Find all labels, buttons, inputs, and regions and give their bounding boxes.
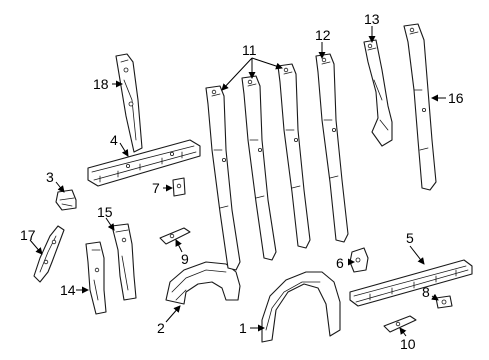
part-8-clip [435, 295, 453, 309]
part-11-pillar-b [241, 75, 277, 261]
callout-4: 4 [110, 132, 118, 148]
callout-6: 6 [336, 255, 344, 271]
callout-14: 14 [60, 282, 76, 298]
part-2-inner-wheelhouse [165, 261, 241, 305]
part-6-bracket [349, 247, 369, 273]
callout-12: 12 [315, 27, 331, 43]
part-17-curved-bracket [33, 225, 65, 283]
callout-11: 11 [242, 42, 257, 58]
part-9-bracket [159, 227, 191, 245]
part-15-lower-pillar [111, 223, 137, 301]
callout-2: 2 [157, 320, 165, 336]
part-10-bracket [383, 315, 417, 333]
callout-9: 9 [181, 251, 189, 267]
part-12-pillar [315, 53, 349, 243]
leader-4 [119, 142, 129, 157]
leader-15 [105, 217, 115, 231]
callout-16: 16 [448, 90, 464, 106]
callout-7: 7 [152, 180, 160, 196]
part-16-tall-pillar [403, 23, 437, 191]
part-3-bracket [55, 189, 77, 211]
leader-3 [55, 181, 65, 193]
callout-labels: 18 4 3 7 17 15 14 9 2 1 11 12 13 16 6 5 … [20, 11, 464, 352]
leader-11-a [221, 57, 253, 91]
callout-5: 5 [406, 230, 414, 246]
callout-10: 10 [400, 336, 416, 352]
part-5-rocker-panel [349, 259, 473, 307]
leader-17 [29, 239, 43, 255]
leader-11-c [251, 57, 283, 70]
leader-5 [409, 245, 425, 265]
part-18-upper-pillar [115, 53, 143, 153]
callout-18: 18 [93, 76, 109, 92]
leader-2 [165, 305, 181, 323]
part-14-lower-pillar [85, 241, 107, 315]
callout-3: 3 [46, 169, 54, 185]
leader-10 [399, 327, 407, 337]
part-7-clip [172, 177, 186, 197]
leader-lines [29, 26, 446, 337]
callout-1: 1 [239, 320, 247, 336]
part-1-wheel-opening-panel [261, 271, 341, 343]
part-4-rocker-reinforcement [87, 139, 201, 187]
leader-8 [431, 293, 439, 301]
part-13-curved-pillar [363, 39, 393, 147]
callout-17: 17 [20, 227, 36, 243]
callout-13: 13 [364, 11, 380, 27]
callout-15: 15 [97, 204, 113, 220]
part-11-pillar-c [277, 63, 311, 249]
part-11-pillar-a [205, 85, 241, 271]
callout-8: 8 [422, 284, 430, 300]
leader-9 [175, 239, 183, 253]
